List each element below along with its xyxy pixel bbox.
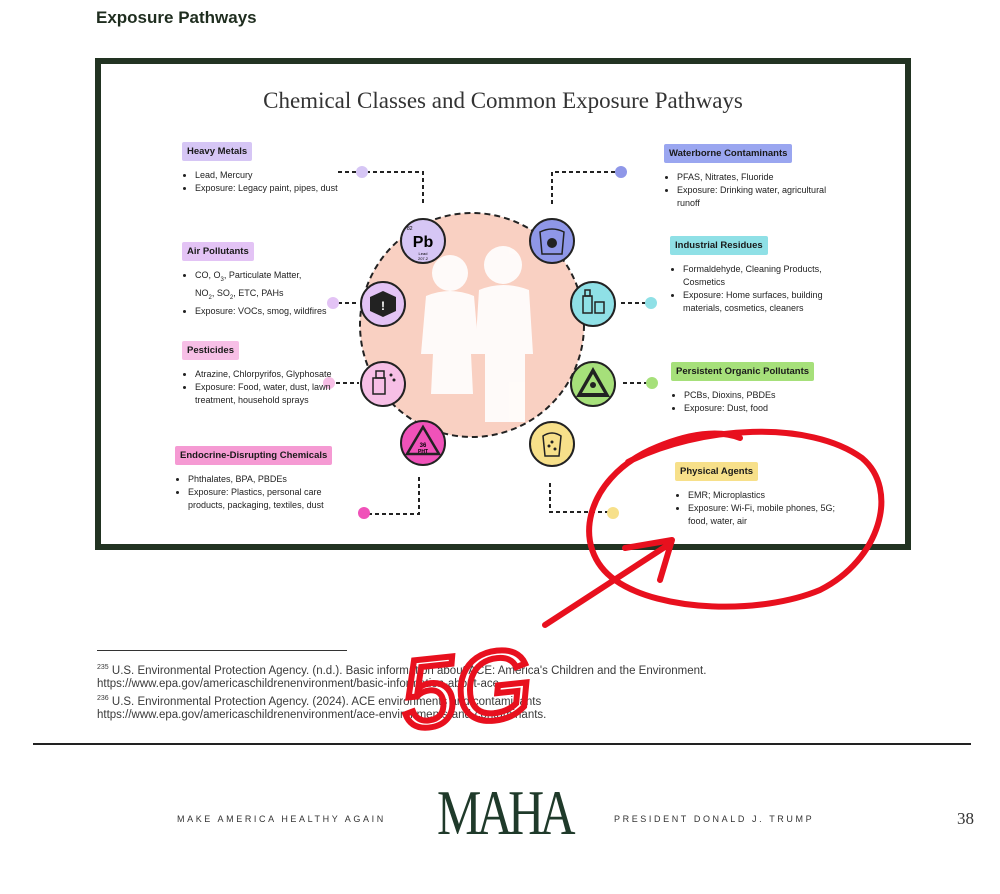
category-label: Pesticides	[182, 341, 239, 360]
category-item: PCBs, Dioxins, PBDEs	[684, 389, 841, 402]
category-item: Lead, Mercury	[195, 169, 352, 182]
category-item: Exposure: Drinking water, agricultural r…	[677, 184, 844, 210]
category-label: Endocrine-Disrupting Chemicals	[175, 446, 333, 465]
figure-diagram: Pb 82 Lead 207.2 ! 36 PHT	[323, 166, 658, 519]
category-label: Heavy Metals	[182, 142, 253, 161]
page-rule	[33, 743, 971, 745]
endocrine-dot	[358, 507, 370, 519]
category-label: Air Pollutants	[182, 242, 254, 261]
svg-text:Lead: Lead	[419, 251, 428, 256]
svg-text:207.2: 207.2	[418, 256, 429, 261]
category-label: Waterborne Contaminants	[664, 144, 793, 163]
toxic-hazard-icon	[570, 361, 616, 407]
category-item: Exposure: Food, water, dust, lawn treatm…	[195, 381, 332, 407]
recycle-pht-icon: 36 PHT	[400, 420, 446, 466]
lead-icon: Pb 82 Lead 207.2	[400, 218, 446, 264]
heavy-metals-dot	[356, 166, 368, 178]
category-item: Exposure: Legacy paint, pipes, dust	[195, 182, 352, 195]
microplastics-icon	[529, 421, 575, 467]
figure-title: Chemical Classes and Common Exposure Pat…	[263, 88, 743, 113]
svg-text:36: 36	[420, 443, 427, 449]
cleaning-products-icon	[570, 281, 616, 327]
category-item: Formaldehyde, Cleaning Products, Cosmeti…	[683, 263, 855, 289]
svg-text:Pb: Pb	[413, 234, 434, 251]
footer-attribution: PRESIDENT DONALD J. TRUMP	[614, 814, 815, 824]
svg-text:PHT: PHT	[418, 449, 428, 455]
category-item: Exposure: Dust, food	[684, 402, 841, 415]
category-item: CO, O3, Particulate Matter,NO2, SO2, ETC…	[195, 269, 352, 305]
spray-bottle-icon	[360, 361, 406, 407]
pop-dot	[646, 377, 658, 389]
physical-dot	[607, 507, 619, 519]
footnotes: 235 U.S. Environmental Protection Agency…	[97, 661, 706, 723]
category-air-pollutants: Air Pollutants CO, O3, Particulate Matte…	[182, 242, 352, 318]
pesticides-dot	[323, 377, 335, 389]
category-heavy-metals: Heavy Metals Lead, Mercury Exposure: Leg…	[182, 142, 352, 195]
waterborne-dot	[615, 166, 627, 178]
footnote-236: 236 U.S. Environmental Protection Agency…	[97, 694, 542, 708]
maha-logo: MAHA	[437, 777, 575, 848]
category-physical-agents: Physical Agents EMR; Microplastics Expos…	[675, 462, 840, 528]
category-industrial-residues: Industrial Residues Formaldehyde, Cleani…	[670, 236, 855, 315]
category-label: Persistent Organic Pollutants	[671, 362, 815, 381]
category-label: Industrial Residues	[670, 236, 768, 255]
children-silhouette-icon	[421, 246, 533, 422]
category-waterborne: Waterborne Contaminants PFAS, Nitrates, …	[664, 144, 844, 210]
category-item: Exposure: Plastics, personal care produc…	[188, 486, 345, 512]
category-pesticides: Pesticides Atrazine, Chlorpyrifos, Glyph…	[182, 341, 332, 407]
category-item: Phthalates, BPA, PBDEs	[188, 473, 345, 486]
footnote-235-link[interactable]: https://www.epa.gov/americaschildrenenvi…	[97, 678, 500, 691]
category-item: Exposure: Home surfaces, building materi…	[683, 289, 855, 315]
page-number: 38	[957, 809, 974, 828]
category-item: Exposure: Wi-Fi, mobile phones, 5G; food…	[688, 502, 840, 528]
section-heading: Exposure Pathways	[96, 8, 257, 27]
footnote-236-link[interactable]: https://www.epa.gov/americaschildrenenvi…	[97, 709, 547, 722]
category-label: Physical Agents	[675, 462, 759, 481]
annotation-arrow	[542, 542, 671, 628]
warning-icon: !	[360, 281, 406, 327]
svg-text:82: 82	[407, 226, 413, 232]
water-skull-icon	[529, 218, 575, 264]
industrial-dot	[645, 297, 657, 309]
air-pollutants-dot	[327, 297, 339, 309]
category-item: EMR; Microplastics	[688, 489, 840, 502]
category-item: Exposure: VOCs, smog, wildfires	[195, 305, 352, 318]
footnote-235: 235 U.S. Environmental Protection Agency…	[97, 664, 707, 677]
figure-frame: Chemical Classes and Common Exposure Pat…	[95, 58, 911, 550]
category-persistent-organic: Persistent Organic Pollutants PCBs, Diox…	[671, 362, 841, 415]
footnote-rule	[97, 650, 347, 651]
category-item: PFAS, Nitrates, Fluoride	[677, 171, 844, 184]
footer-tagline: MAKE AMERICA HEALTHY AGAIN	[177, 814, 386, 824]
svg-text:!: !	[381, 299, 385, 313]
category-endocrine-disrupting: Endocrine-Disrupting Chemicals Phthalate…	[175, 446, 345, 512]
category-item: Atrazine, Chlorpyrifos, Glyphosate	[195, 368, 332, 381]
